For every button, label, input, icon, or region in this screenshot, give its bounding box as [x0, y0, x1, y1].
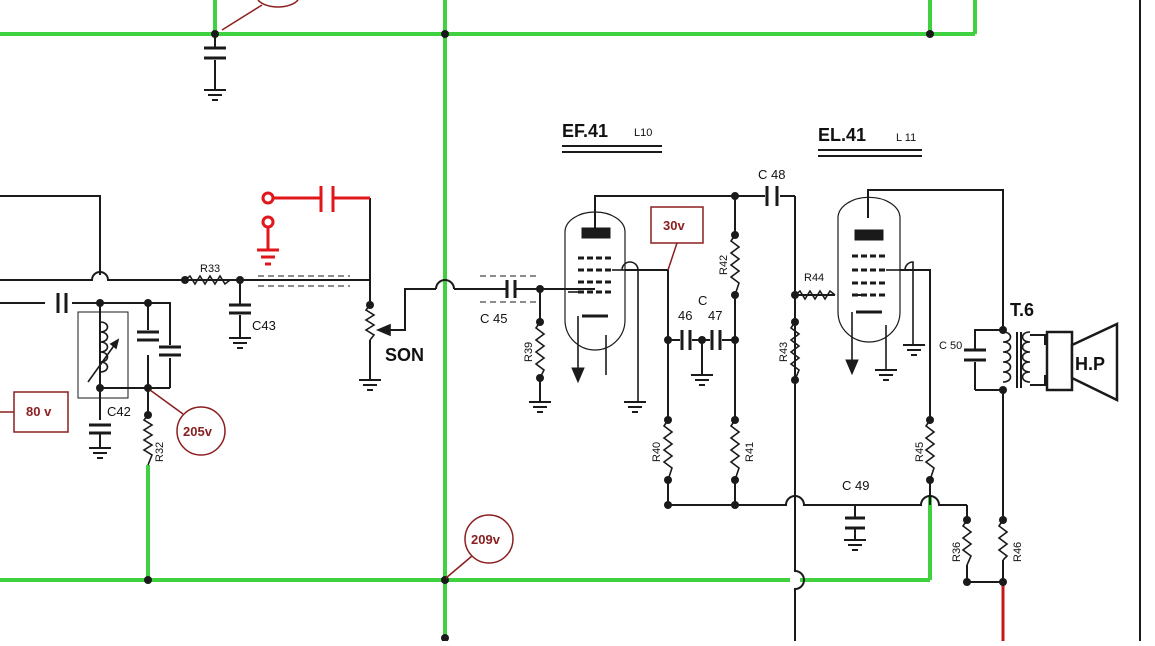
- svg-text:205v: 205v: [183, 424, 213, 439]
- ef41-socket: L10: [634, 127, 652, 139]
- label-transformer: T.6: [1010, 300, 1034, 320]
- ground-c43: [229, 337, 251, 349]
- resistor-r40: [662, 419, 674, 481]
- capacitor-c46: [680, 330, 692, 350]
- label-r36: R36: [951, 542, 963, 562]
- capacitor-tank-2: [159, 345, 181, 357]
- capacitor-top-left: [204, 46, 226, 60]
- ground-el41-suppressor: [903, 344, 925, 356]
- resistors: [142, 234, 1009, 566]
- label-r33: R33: [200, 263, 220, 275]
- svg-text:209v: 209v: [471, 532, 501, 547]
- voltage-80v: 80 v: [0, 391, 69, 433]
- label-c48: C 48: [758, 167, 785, 182]
- capacitor-if-coupling: [56, 293, 68, 313]
- label-r43: R43: [778, 342, 790, 362]
- capacitor-tank-1: [137, 330, 159, 342]
- label-son: SON: [385, 345, 424, 365]
- el41-socket: L 11: [896, 132, 916, 144]
- capacitor-c45: [505, 280, 517, 298]
- resistor-r42: [729, 234, 741, 296]
- resistor-r44: [794, 289, 836, 301]
- resistor-r33: [184, 274, 240, 286]
- label-c49: C 49: [842, 478, 869, 493]
- resistor-r39: [534, 321, 546, 379]
- capacitor-c42: [89, 423, 111, 448]
- ef41-heading: EF.41 L10: [562, 121, 662, 153]
- label-r42: R42: [718, 255, 730, 275]
- component-labels: R33 C43 C 45 C42 C 46 47 C 48 R44 C 49 C…: [107, 167, 1105, 562]
- resistor-r45: [924, 419, 936, 481]
- label-c42: C42: [107, 404, 131, 419]
- el41-tube: [837, 196, 914, 376]
- wiring: [0, 34, 1046, 641]
- svg-text:80 v: 80 v: [26, 404, 52, 419]
- label-speaker: H.P: [1075, 354, 1105, 374]
- junction-dots: [96, 30, 1007, 642]
- red-modification: [257, 186, 370, 266]
- el41-name: EL.41: [818, 125, 866, 145]
- label-r46: R46: [1012, 542, 1024, 562]
- label-c46c47-prefix: C: [698, 293, 707, 308]
- el41-heading: EL.41 L 11: [818, 125, 922, 157]
- ground-el41: [875, 369, 897, 381]
- capacitor-c43: [229, 303, 251, 315]
- label-r39: R39: [523, 342, 535, 362]
- ef41-tube: [564, 211, 639, 402]
- ef41-name: EF.41: [562, 121, 608, 141]
- grounds: [89, 89, 925, 551]
- voltage-annotations: 80 v 205v 209v 30v: [0, 0, 704, 579]
- resistor-r32: [142, 414, 154, 466]
- label-c47: 47: [708, 308, 722, 323]
- ground-r39: [529, 401, 551, 413]
- capacitor-c47: [710, 330, 722, 350]
- ground-pot: [359, 379, 381, 391]
- voltage-205v: 205v: [149, 389, 226, 456]
- ground-c42: [89, 447, 111, 459]
- label-r45: R45: [914, 442, 926, 462]
- ground-c49: [844, 539, 866, 551]
- resistor-r43: [789, 321, 801, 381]
- resistor-r36: [961, 519, 973, 566]
- ground-c46c47: [691, 374, 713, 386]
- label-r40: R40: [651, 442, 663, 462]
- label-c43: C43: [252, 318, 276, 333]
- label-c45: C 45: [480, 311, 507, 326]
- shield-dashes: [258, 275, 540, 303]
- svg-text:30v: 30v: [663, 218, 685, 233]
- label-r41: R41: [744, 442, 756, 462]
- if-transformer: [77, 311, 129, 399]
- capacitor-c49: [845, 516, 865, 530]
- label-c50: C 50: [939, 340, 962, 352]
- supply-rails: [0, 0, 977, 641]
- volume-potentiometer: [364, 304, 391, 341]
- ground-top-left: [204, 89, 226, 101]
- output-transformer: [1002, 331, 1031, 388]
- voltage-30v: 30v: [650, 206, 704, 271]
- voltage-209v: 209v: [445, 514, 514, 579]
- resistor-r41: [729, 419, 741, 481]
- label-r44: R44: [804, 272, 824, 284]
- label-r32: R32: [154, 442, 166, 462]
- capacitor-c48: [765, 186, 779, 206]
- ground-ef41: [624, 401, 646, 413]
- resistor-r46: [997, 519, 1009, 561]
- capacitor-c50: [964, 348, 986, 362]
- voltage-top-partial: [221, 0, 299, 31]
- capacitors: [56, 46, 986, 530]
- label-c46: 46: [678, 308, 692, 323]
- loudspeaker: [1045, 322, 1119, 403]
